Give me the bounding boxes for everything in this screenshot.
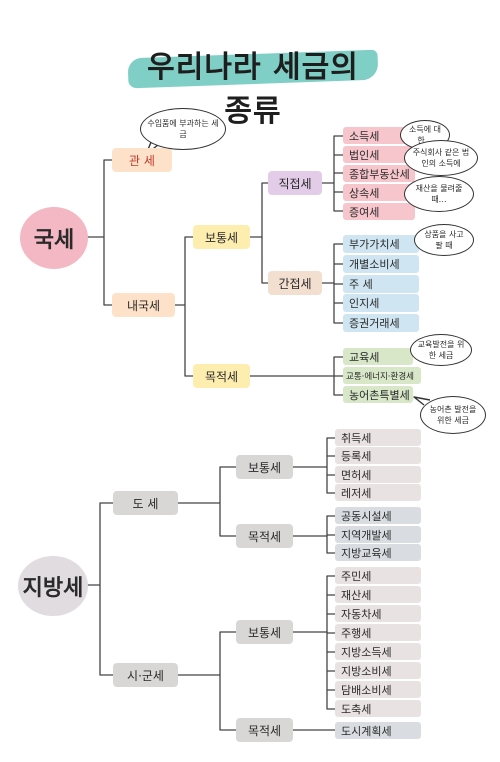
direct-item-income: 소득세 xyxy=(343,127,415,144)
direct-tax-node: 직접세 xyxy=(268,171,322,195)
customs-note-bubble: 수입품에 부과하는 세금 xyxy=(140,108,226,150)
province-item-facility: 공동시설세 xyxy=(335,507,421,524)
national-tax-node: 국세 xyxy=(20,207,88,269)
title-area: 우리나라 세금의 종류 xyxy=(127,36,379,129)
indirect-item-vat: 부가가치세 xyxy=(343,235,419,253)
connector-national xyxy=(87,159,113,306)
purpose-item-transport: 교통·에너지·환경세 xyxy=(343,367,421,384)
rural-note-bubble: 농어촌 발전을 위한 세금 xyxy=(420,396,486,434)
indirect-item-securities: 증권거래세 xyxy=(343,314,419,332)
province-purpose-node: 목적세 xyxy=(236,524,293,548)
connector-purpose-national xyxy=(249,356,344,396)
national-ordinary-node: 보통세 xyxy=(193,225,250,249)
education-note-bubble: 교육발전을 위한 세금 xyxy=(410,334,472,366)
customs-node: 관 세 xyxy=(112,148,172,172)
city-item-mileage: 주행세 xyxy=(335,624,421,641)
province-item-registration: 등록세 xyxy=(335,447,421,464)
province-item-acquisition: 취득세 xyxy=(335,429,421,446)
city-item-vehicle: 자동차세 xyxy=(335,605,421,622)
connector-direct xyxy=(321,135,344,212)
connector-indirect xyxy=(321,243,344,324)
city-item-local-income: 지방소득세 xyxy=(335,643,421,660)
province-ordinary-node: 보통세 xyxy=(236,455,293,479)
indirect-tax-node: 간접세 xyxy=(268,271,322,295)
connector-ordinary-national xyxy=(249,182,269,284)
connector-city-ordinary xyxy=(292,575,336,710)
indirect-item-liquor: 주 세 xyxy=(343,275,419,293)
city-tax-node: 시·군세 xyxy=(113,663,178,687)
indirect-item-excise: 개별소비세 xyxy=(343,255,419,273)
direct-item-inheritance: 상속세 xyxy=(343,184,415,201)
direct-item-property: 종합부동산세 xyxy=(343,165,415,182)
city-item-tobacco: 담배소비세 xyxy=(335,681,421,698)
province-item-local-education: 지방교육세 xyxy=(335,544,421,561)
direct-item-gift: 증여세 xyxy=(343,203,415,220)
inheritance-note-bubble: 재산을 물려줄 때… xyxy=(404,176,474,212)
connector-local xyxy=(87,502,114,676)
city-purpose-node: 목적세 xyxy=(236,718,293,742)
city-item-resident: 주민세 xyxy=(335,567,421,584)
corporate-note-bubble: 주식회사 같은 법인의 소득에 xyxy=(404,140,478,176)
province-item-regional: 지역개발세 xyxy=(335,526,421,543)
vat-note-bubble: 상품을 사고팔 때 xyxy=(414,224,474,256)
local-tax-node: 지방세 xyxy=(18,556,88,616)
city-ordinary-node: 보통세 xyxy=(236,620,293,644)
purpose-item-rural: 농어촌특별세 xyxy=(343,386,413,403)
internal-tax-node: 내국세 xyxy=(112,293,175,317)
purpose-item-education: 교육세 xyxy=(343,348,413,365)
direct-item-corporate: 법인세 xyxy=(343,146,415,163)
city-item-slaughter: 도축세 xyxy=(335,700,421,717)
national-purpose-node: 목적세 xyxy=(193,364,250,388)
indirect-item-stamp: 인지세 xyxy=(343,294,419,312)
connector-province xyxy=(177,466,237,537)
connector-province-ordinary xyxy=(292,437,336,494)
connector-internal xyxy=(174,236,194,377)
city-item-urban-planning: 도시계획세 xyxy=(335,722,421,739)
page-title: 우리나라 세금의 종류 xyxy=(147,50,359,129)
province-item-leisure: 레저세 xyxy=(335,484,421,501)
connector-city xyxy=(177,631,237,731)
connector-province-purpose xyxy=(292,515,336,554)
city-item-property: 재산세 xyxy=(335,586,421,603)
province-tax-node: 도 세 xyxy=(113,491,178,515)
city-item-local-consumption: 지방소비세 xyxy=(335,662,421,679)
province-item-license: 면허세 xyxy=(335,466,421,483)
